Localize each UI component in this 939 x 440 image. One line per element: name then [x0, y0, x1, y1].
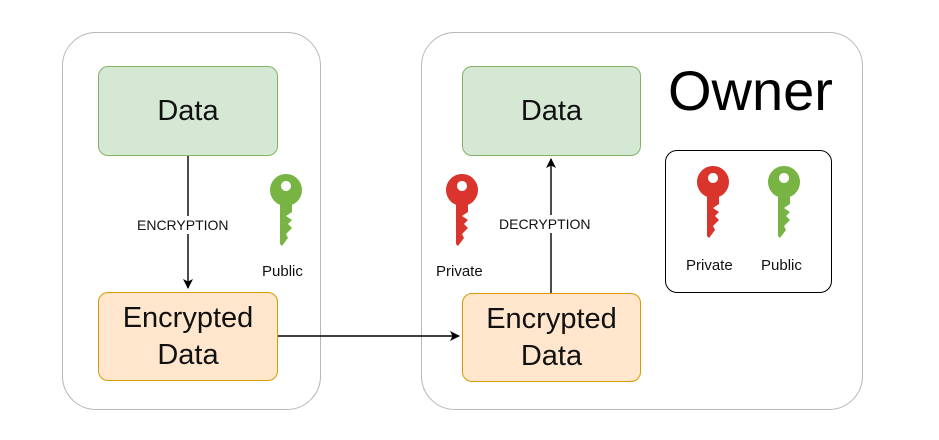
owner-encrypted-box: Encrypted Data [462, 293, 641, 382]
sender-data-label: Data [157, 94, 219, 127]
owner-title: Owner [668, 59, 833, 122]
legend-private-label: Private [686, 257, 733, 274]
sender-encrypted-line1: Encrypted [122, 302, 254, 335]
owner-data-label: Data [520, 94, 583, 127]
legend-public-label: Public [761, 257, 802, 274]
right-private-key-label: Private [436, 263, 483, 280]
sender-data-box: Data [98, 66, 278, 156]
owner-encrypted-line2: Data [520, 339, 583, 372]
legend-public-key-icon [767, 166, 800, 238]
legend-private-key-icon [696, 166, 729, 238]
private-key-icon [445, 174, 478, 246]
sender-encrypted-box: Encrypted Data [98, 292, 278, 381]
sender-encrypted-line2: Data [157, 338, 219, 371]
decryption-label: DECRYPTION [496, 215, 594, 233]
public-key-icon [269, 174, 302, 246]
key-legend [665, 150, 832, 293]
owner-encrypted-line1: Encrypted [486, 303, 617, 336]
encryption-label: ENCRYPTION [134, 216, 232, 234]
left-public-key-label: Public [262, 263, 303, 280]
owner-data-box: Data [462, 66, 641, 156]
